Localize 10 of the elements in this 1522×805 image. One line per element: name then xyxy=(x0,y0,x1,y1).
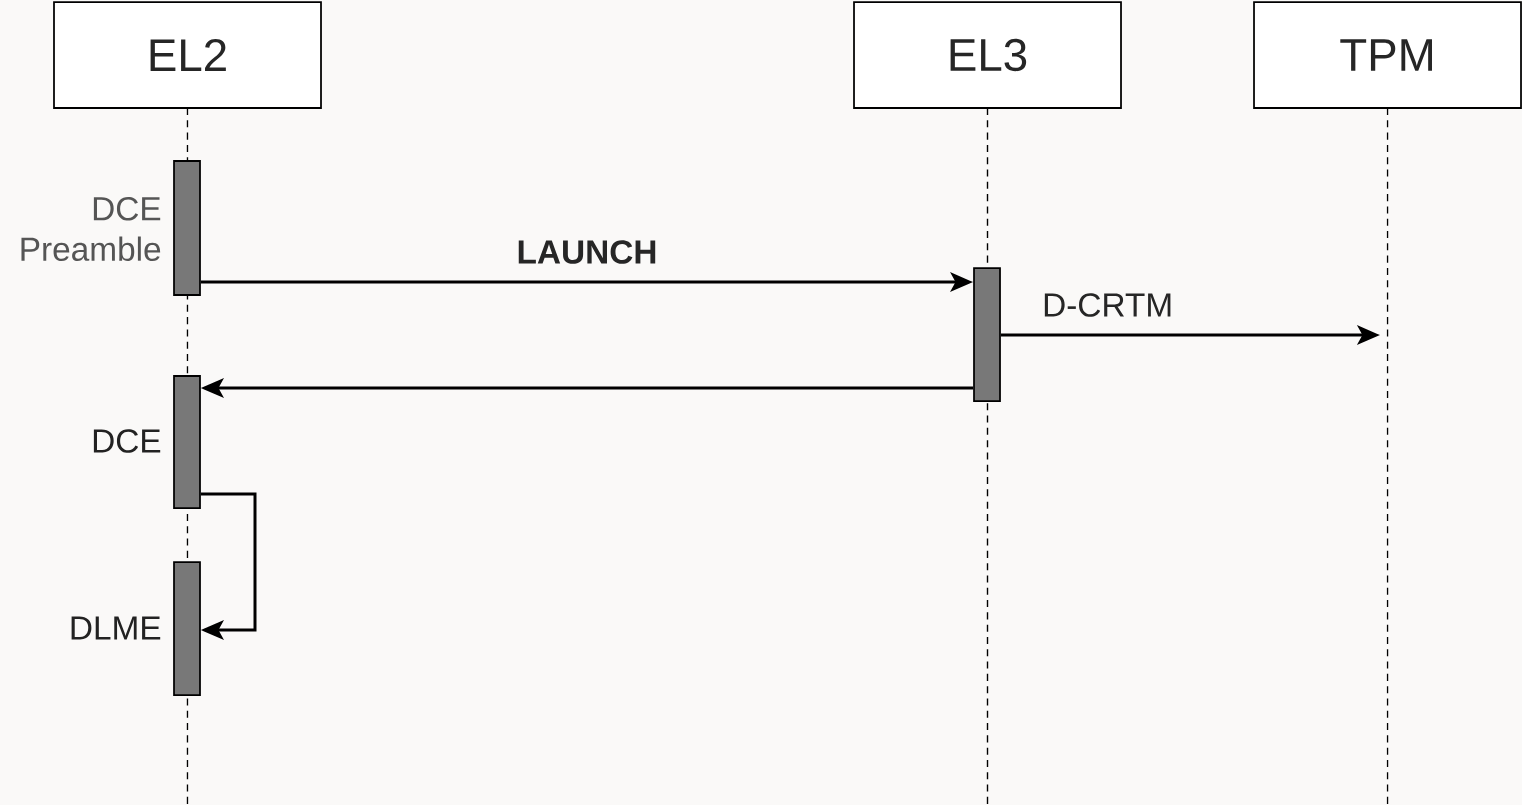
edge-label: D-CRTM xyxy=(1040,291,1175,319)
participant-box: TPM xyxy=(1253,1,1522,109)
participant-box: EL3 xyxy=(853,1,1122,109)
participant-box: EL2 xyxy=(53,1,322,109)
bar-label: DLME xyxy=(71,616,161,640)
activation-bar xyxy=(973,267,1001,402)
arrow xyxy=(200,492,257,640)
edge-label: LAUNCH xyxy=(514,238,660,266)
bar-label: DCE xyxy=(93,429,161,453)
bar-label: DCE Preamble xyxy=(21,196,161,262)
